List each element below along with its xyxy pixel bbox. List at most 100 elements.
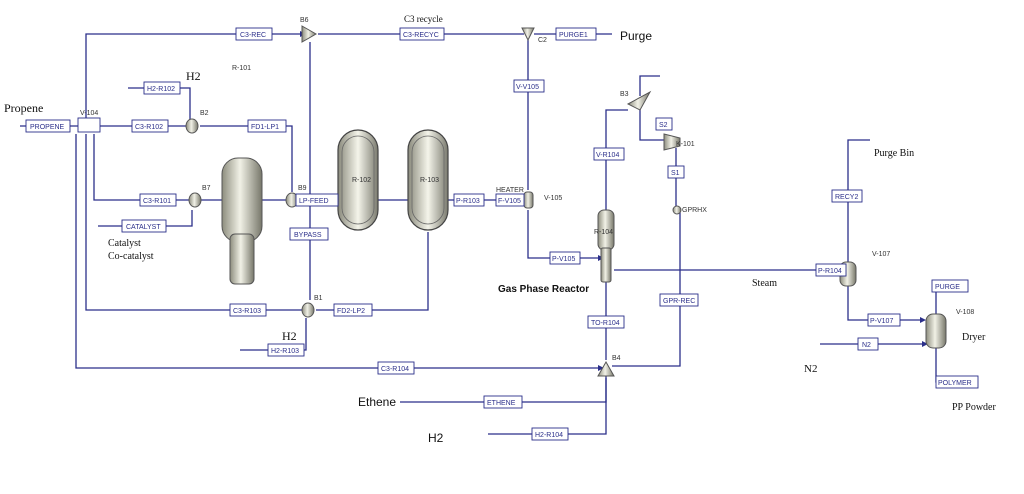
stream-p-r104[interactable]: P-R104 — [815, 263, 847, 277]
reactor-r104[interactable]: R-104 — [594, 209, 615, 283]
mixer-b2[interactable]: B2 — [185, 110, 209, 134]
catalyst-label: Catalyst — [108, 238, 141, 249]
b2-label: B2 — [200, 110, 209, 117]
stream-recy2[interactable]: RECY2 — [831, 189, 863, 203]
stream-c3-rec[interactable]: C3-REC — [235, 27, 273, 41]
b1-label: B1 — [314, 295, 323, 302]
ethene-label: Ethene — [358, 395, 396, 409]
heat-exchanger-gprhx[interactable]: GPRHX — [672, 205, 707, 215]
dryer-v108[interactable]: V-108 — [925, 309, 974, 349]
stream-propene[interactable]: PROPENE — [25, 119, 71, 133]
stream-p-v105[interactable]: P-V105 — [549, 251, 581, 265]
mixer-v104[interactable]: V-104 — [77, 110, 101, 133]
svg-text:PROPENE: PROPENE — [30, 124, 65, 131]
svg-text:V-V105: V-V105 — [516, 84, 539, 91]
stream-purge[interactable]: PURGE — [931, 279, 969, 293]
svg-text:PURGE: PURGE — [935, 284, 960, 291]
stream-purge1[interactable]: PURGE1 — [555, 27, 597, 41]
b4-label: B4 — [612, 355, 621, 362]
svg-text:BYPASS: BYPASS — [294, 232, 322, 239]
r102-label: R-102 — [352, 177, 371, 184]
stream-gpr-rec[interactable]: GPR-REC — [659, 293, 699, 307]
dryer-label: Dryer — [962, 332, 986, 343]
svg-text:N2: N2 — [862, 342, 871, 349]
svg-text:C3-R103: C3-R103 — [233, 308, 261, 315]
reactor-r103[interactable]: R-103 — [407, 129, 449, 231]
b3-label: B3 — [620, 91, 629, 98]
svg-text:P-V105: P-V105 — [552, 256, 575, 263]
svg-text:C3-R104: C3-R104 — [381, 366, 409, 373]
stream-p-r103[interactable]: P-R103 — [453, 193, 485, 207]
svg-text:V-R104: V-R104 — [596, 152, 619, 159]
r101-label: R-101 — [232, 65, 251, 72]
svg-text:F-V105: F-V105 — [498, 198, 521, 205]
svg-text:LP-FEED: LP-FEED — [299, 198, 329, 205]
cocatalyst-label: Co-catalyst — [108, 251, 154, 262]
b7-label: B7 — [202, 185, 211, 192]
compressor-k101[interactable]: K-101 — [663, 133, 695, 151]
svg-text:C3-RECYC: C3-RECYC — [403, 32, 439, 39]
propene-label: Propene — [4, 101, 43, 115]
svg-text:P-R103: P-R103 — [456, 198, 480, 205]
svg-text:C3-R101: C3-R101 — [143, 198, 171, 205]
stream-c3-recyc[interactable]: C3-RECYC — [399, 27, 445, 41]
mixer-b1[interactable]: B1 — [301, 295, 323, 318]
stream-c3-r101[interactable]: C3-R101 — [139, 193, 177, 207]
r104-label: R-104 — [594, 229, 613, 236]
stream-c3-r104[interactable]: C3-R104 — [377, 361, 415, 375]
mixer-b7[interactable]: B7 — [188, 185, 211, 208]
stream-polymer[interactable]: POLYMER — [935, 375, 979, 389]
gprhx-label: GPRHX — [682, 207, 707, 214]
stream-h2-r102[interactable]: H2-R102 — [143, 81, 181, 95]
h2-bottom-label: H2 — [428, 431, 444, 445]
stream-h2-r103[interactable]: H2-R103 — [267, 343, 305, 357]
splitter-c2[interactable]: C2 — [521, 27, 547, 44]
svg-text:S1: S1 — [671, 170, 680, 177]
svg-text:H2-R104: H2-R104 — [535, 432, 563, 439]
v108-label: V-108 — [956, 309, 974, 316]
c2-label: C2 — [538, 37, 547, 44]
k101-label: K-101 — [676, 141, 695, 148]
svg-text:CATALYST: CATALYST — [126, 224, 161, 231]
stream-lp-feed[interactable]: LP-FEED — [295, 193, 339, 207]
gas-phase-reactor-label: Gas Phase Reactor — [498, 284, 589, 295]
annotations: Propene H2 C3 recycle Purge Catalyst Co-… — [4, 14, 996, 445]
b9-label: B9 — [298, 185, 307, 192]
purge-bin-label: Purge Bin — [874, 148, 914, 159]
stream-f-v105[interactable]: F-V105 — [495, 193, 525, 207]
b6-label: B6 — [300, 17, 309, 24]
stream-to-r104[interactable]: TO-R104 — [587, 315, 625, 329]
stream-v-v105[interactable]: V-V105 — [513, 79, 545, 93]
svg-text:P-R104: P-R104 — [818, 268, 842, 275]
purge-top-label: Purge — [620, 29, 652, 43]
stream-n2[interactable]: N2 — [857, 337, 879, 351]
svg-text:GPR-REC: GPR-REC — [663, 298, 695, 305]
stream-s2[interactable]: S2 — [655, 117, 673, 131]
stream-fd1-lp1[interactable]: FD1-LP1 — [247, 119, 287, 133]
svg-text:PURGE1: PURGE1 — [559, 32, 588, 39]
stream-ethene[interactable]: ETHENE — [483, 395, 523, 409]
svg-text:C3-REC: C3-REC — [240, 32, 266, 39]
reactor-r102[interactable]: R-102 — [337, 129, 379, 231]
stream-v-r104[interactable]: V-R104 — [593, 147, 625, 161]
stream-p-v107[interactable]: P-V107 — [867, 313, 901, 327]
svg-text:P-V107: P-V107 — [870, 318, 893, 325]
h2-top-label: H2 — [186, 69, 201, 83]
stream-s1[interactable]: S1 — [667, 165, 685, 179]
v107-label: V-107 — [872, 251, 890, 258]
stream-tags: PROPENE C3-REC C3-RECYC PURGE1 H2-R102 C… — [25, 27, 979, 441]
stream-bypass[interactable]: BYPASS — [289, 227, 329, 241]
svg-text:S2: S2 — [659, 122, 668, 129]
mixer-b4[interactable]: B4 — [597, 355, 621, 377]
v105-label: V-105 — [544, 195, 562, 202]
stream-h2-r104[interactable]: H2-R104 — [531, 427, 569, 441]
reactor-r101[interactable]: R-101 — [221, 65, 263, 285]
stream-fd2-lp2[interactable]: FD2-LP2 — [333, 303, 373, 317]
svg-text:C3-R102: C3-R102 — [135, 124, 163, 131]
stream-catalyst[interactable]: CATALYST — [121, 219, 167, 233]
splitter-b3[interactable]: B3 — [620, 90, 652, 111]
stream-c3-r102[interactable]: C3-R102 — [131, 119, 169, 133]
stream-c3-r103[interactable]: C3-R103 — [229, 303, 267, 317]
splitter-b6[interactable]: B6 — [300, 17, 318, 43]
